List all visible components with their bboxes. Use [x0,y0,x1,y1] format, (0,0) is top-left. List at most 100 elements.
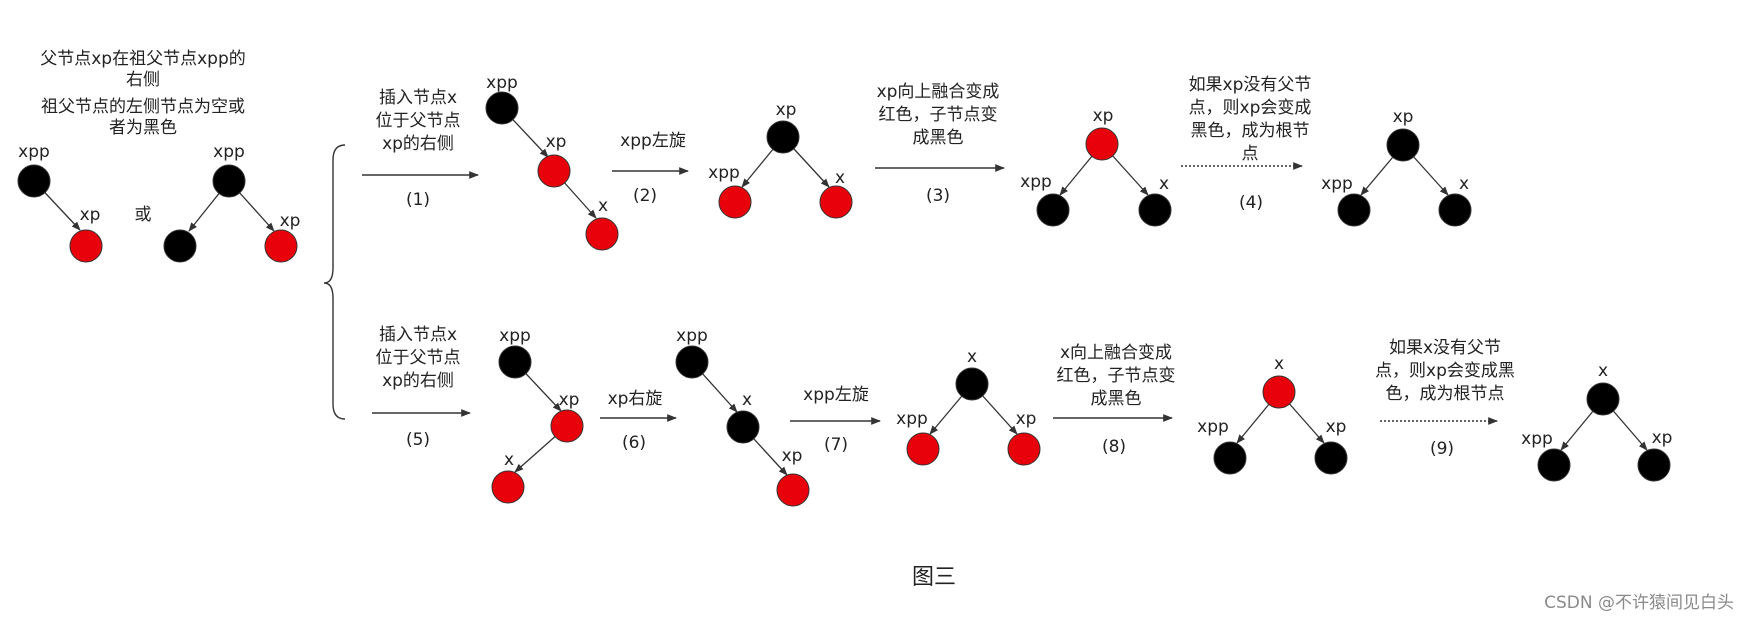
node-xpp [498,345,532,379]
step-8-line-1: x向上融合变成 [1060,343,1172,363]
tree-7: x xpp xp [896,347,1041,466]
step-5-line-2: 位于父节点 [376,348,461,368]
node-xp [550,409,584,443]
step-1: 插入节点x 位于父节点 xp的右侧 (1) [362,88,479,210]
tree-3: xp xpp x [1020,106,1172,227]
node-xpp [1337,193,1371,227]
node-xpp [906,432,940,466]
intro-tree-b: xpp xp [163,142,301,263]
intro-text: 父节点xp在祖父节点xpp的 右侧 祖父节点的左侧节点为空或 者为黑色 或 [40,49,246,225]
step-9: 如果x没有父节 点，则xp会变成黑 色，成为根节点 (9) [1375,338,1515,459]
label-x: x [1459,174,1469,194]
step-6: xp右旋 (6) [600,389,677,453]
step-5-line-1: 插入节点x [379,325,457,345]
intro-line-1: 父节点xp在祖父节点xpp的 [40,49,246,69]
label-xpp: xpp [896,409,928,429]
label-xp: xp [559,390,580,410]
node-xp [1314,441,1348,475]
intro-line-2: 右侧 [126,70,160,90]
node-x [726,410,760,444]
node-xpp [675,345,709,379]
step-5-line-3: xp的右侧 [382,371,454,391]
node-x [491,470,525,504]
tree-2: xp xpp x [708,100,853,219]
label-xp: xp [80,205,101,225]
step-8-line-2: 红色，子节点变 [1057,366,1176,386]
label-x: x [967,347,977,367]
step-7: xpp左旋 (7) [790,385,881,455]
step-5: 插入节点x 位于父节点 xp的右侧 (5) [372,325,471,450]
step-4-line-2: 点，则xp会变成 [1189,98,1312,118]
node-xp [69,229,103,263]
label-xp: xp [1016,409,1037,429]
step-5-number: (5) [406,430,430,450]
node-xpp [718,185,752,219]
label-xp: xp [280,211,301,231]
node-xpp [1036,193,1070,227]
step-7-number: (7) [824,435,848,455]
step-2-line-1: xpp左旋 [620,131,686,151]
step-2: xpp左旋 (2) [612,131,689,206]
step-9-line-2: 点，则xp会变成黑 [1375,361,1515,381]
step-4-number: (4) [1239,193,1263,213]
node-xpp [17,164,51,198]
tree-9: x xpp xp [1521,361,1672,482]
node-x [1262,375,1296,409]
watermark: CSDN @不许猿间见白头 [1544,593,1734,613]
step-9-number: (9) [1430,439,1454,459]
step-1-line-3: xp的右侧 [382,134,454,154]
label-xpp: xpp [486,73,518,93]
label-xpp: xpp [1020,172,1052,192]
node-xp [537,154,571,188]
label-x: x [504,450,514,470]
step-3-line-1: xp向上融合变成 [877,82,1000,102]
node-x [819,185,853,219]
label-xpp: xpp [1197,417,1229,437]
step-2-number: (2) [633,186,657,206]
label-x: x [1598,361,1608,381]
step-1-line-1: 插入节点x [379,88,457,108]
step-4-line-4: 点 [1242,144,1259,164]
step-6-line-1: xp右旋 [608,389,663,409]
node-x [1138,193,1172,227]
node-x [585,217,619,251]
step-3: xp向上融合变成 红色，子节点变 成黑色 (3) [875,82,1005,206]
step-6-number: (6) [622,433,646,453]
step-9-line-1: 如果x没有父节 [1389,338,1501,358]
label-xpp: xpp [18,142,50,162]
tree-4: xp xpp x [1321,107,1472,227]
label-x: x [742,390,752,410]
node-xpp [212,164,246,198]
node-xp [776,473,810,507]
node-xpp [1213,441,1247,475]
label-x: x [835,168,845,188]
node-uncle [163,229,197,263]
label-xpp: xpp [499,326,531,346]
step-1-line-2: 位于父节点 [376,111,461,131]
or-label: 或 [135,205,152,225]
tree-1: xpp xp x [485,73,619,251]
label-xp: xp [1326,417,1347,437]
label-xp: xp [1093,106,1114,126]
step-3-number: (3) [926,186,950,206]
label-xpp: xpp [1521,429,1553,449]
node-xp [1637,448,1671,482]
step-9-line-3: 色，成为根节点 [1386,384,1505,404]
label-xp: xp [1393,107,1414,127]
node-xpp [1537,448,1571,482]
label-x: x [1159,174,1169,194]
label-xp: xp [546,132,567,152]
label-xp: xp [776,100,797,120]
step-4-line-1: 如果xp没有父节 [1189,75,1312,95]
node-xp [766,120,800,154]
label-xpp: xpp [1321,174,1353,194]
node-xp [264,229,298,263]
label-x: x [1274,354,1284,374]
intro-tree-a: xpp xp [17,142,103,263]
label-x: x [598,196,608,216]
label-xp: xp [782,446,803,466]
step-8-line-3: 成黑色 [1091,389,1142,409]
step-7-line-1: xpp左旋 [803,385,869,405]
node-x [955,367,989,401]
